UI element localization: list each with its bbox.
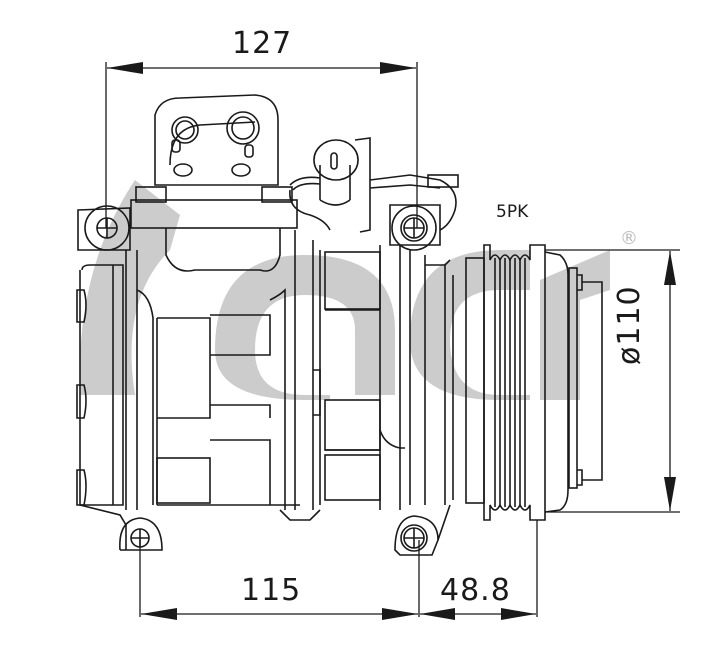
dimension-lines — [105, 62, 680, 620]
registered-trademark-icon: ® — [620, 228, 638, 249]
dimension-label-pulley-diameter: ø110 — [612, 285, 647, 365]
pulley — [483, 244, 546, 521]
watermark-logo — [79, 180, 610, 400]
compressor-outline — [76, 94, 603, 556]
belt-type-label: 5PK — [496, 202, 529, 222]
port-block — [154, 94, 279, 186]
dimension-label-pulley-offset: 48.8 — [440, 573, 511, 608]
dimension-label-mount-spacing: 115 — [241, 573, 302, 608]
dimension-label-overall-width: 127 — [232, 26, 293, 61]
